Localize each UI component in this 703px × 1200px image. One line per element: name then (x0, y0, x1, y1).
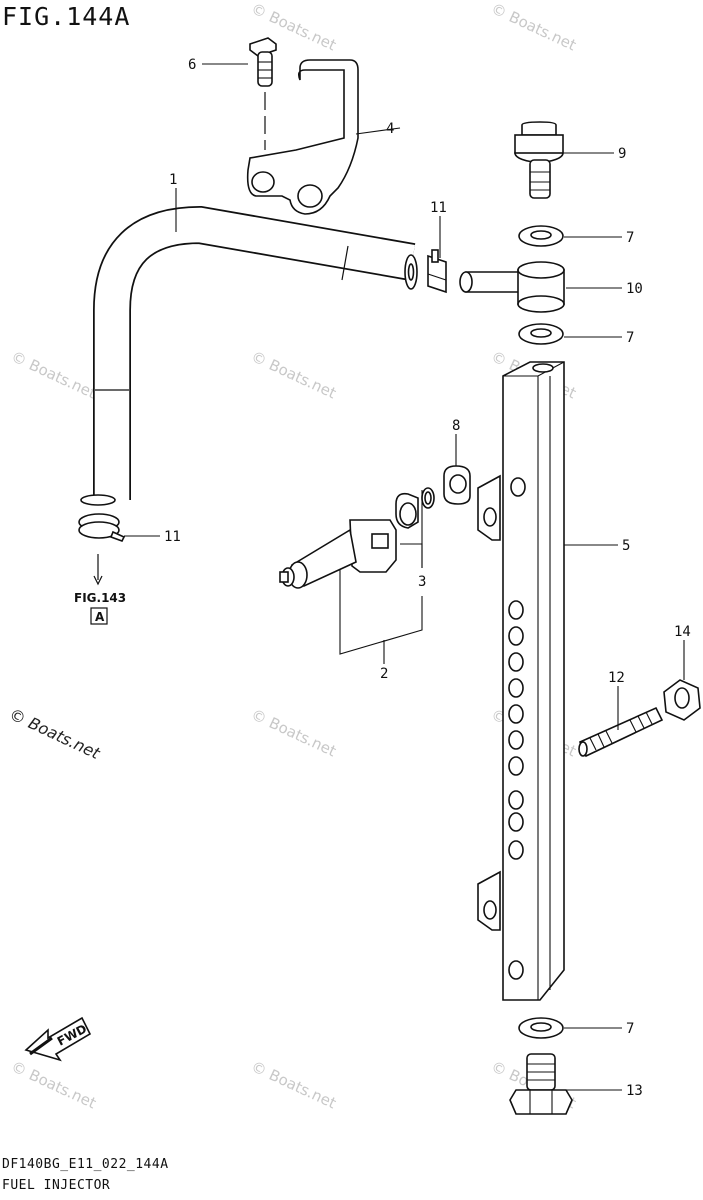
washer-top (518, 225, 564, 247)
diagram-code: DF140BG_E11_022_144A (2, 1157, 169, 1172)
callout-2: 2 (380, 666, 388, 682)
hose-clip-lower (78, 513, 126, 542)
fuel-injector (279, 519, 397, 589)
washer-middle (518, 323, 564, 345)
callout-5: 5 (622, 538, 630, 554)
callout-numbers: 1 2 3 4 5 6 7 7 7 8 9 10 11 11 12 13 14 (164, 57, 691, 1099)
callout-11a: 11 (430, 200, 447, 216)
leader-lines (124, 63, 685, 1091)
banjo-bolt (514, 121, 564, 199)
watermark: © Boats.net (248, 1057, 339, 1112)
injector-cushion (443, 465, 471, 505)
washer-bottom (518, 1017, 564, 1039)
fuel-rail (477, 361, 565, 1001)
forward-arrow: FWD (24, 1016, 92, 1062)
watermark: © Boats.net (248, 705, 339, 760)
callout-1: 1 (169, 172, 177, 188)
fuel-hose (80, 205, 418, 506)
callout-6: 6 (188, 57, 196, 73)
watermark: © Boats.net (248, 347, 339, 402)
fuel-union (459, 261, 565, 313)
watermark-dark: © Boats.net (6, 704, 103, 763)
watermark: © Boats.net (488, 0, 579, 54)
callout-8: 8 (452, 418, 460, 434)
figure-reference-letter: A (95, 610, 105, 624)
rail-stud-bolt (578, 706, 664, 758)
hose-bracket (246, 59, 359, 215)
figure-title: FIG.144A (2, 2, 131, 31)
figure-reference: FIG.143 A (74, 554, 126, 625)
callout-11b: 11 (164, 529, 181, 545)
callout-7a: 7 (626, 230, 634, 246)
figure-reference-label: FIG.143 (74, 591, 126, 605)
callout-13: 13 (626, 1083, 643, 1099)
flange-nut (663, 679, 701, 721)
bracket-bolt (249, 37, 277, 150)
callout-12: 12 (608, 670, 625, 686)
callout-9: 9 (618, 146, 626, 162)
callout-7c: 7 (626, 1021, 634, 1037)
callout-4: 4 (386, 121, 394, 137)
watermark: © Boats.net (8, 347, 99, 402)
callout-3: 3 (418, 574, 426, 590)
callout-7b: 7 (626, 330, 634, 346)
injector-o-ring (395, 487, 435, 529)
diagram-name: FUEL INJECTOR (2, 1178, 111, 1193)
callout-10: 10 (626, 281, 643, 297)
watermark: © Boats.net (8, 1057, 99, 1112)
hose-clip-upper (427, 249, 447, 294)
callout-14: 14 (674, 624, 691, 640)
